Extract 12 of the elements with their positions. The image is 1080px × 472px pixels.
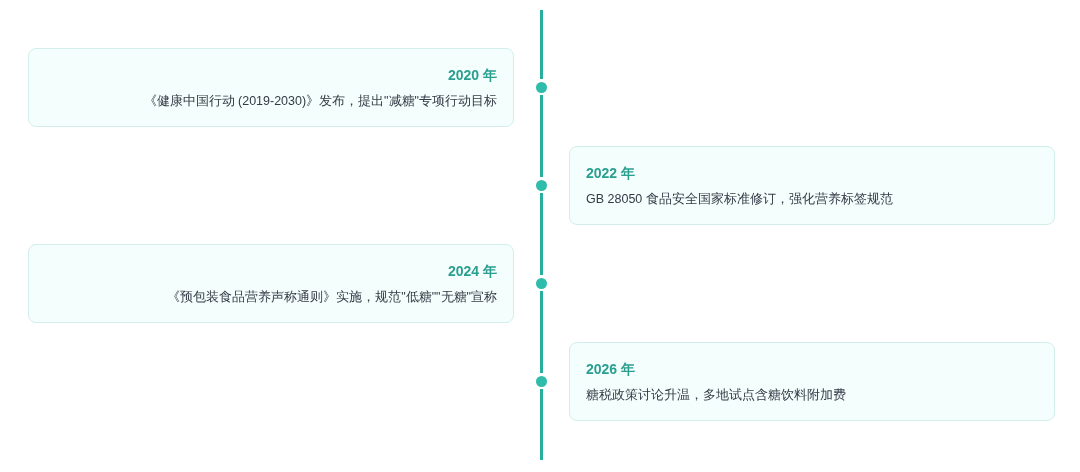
event-description: 《预包装食品营养声称通则》实施，规范"低糖""无糖"宣称: [167, 289, 497, 306]
year-heading: 2026 年: [586, 360, 636, 379]
event-card: [28, 48, 514, 127]
year-heading: 2020 年: [447, 66, 497, 85]
event-card: [569, 342, 1055, 421]
year-heading: 2022 年: [586, 164, 636, 183]
year-heading: 2024 年: [447, 262, 497, 281]
event-card: [569, 146, 1055, 225]
event-description: 《健康中国行动 (2019-2030)》发布，提出"减糖"专项行动目标: [143, 93, 497, 110]
event-description: 糖税政策讨论升温，多地试点含糖饮料附加费: [586, 387, 846, 404]
event-description: GB 28050 食品安全国家标准修订，强化营养标签规范: [586, 191, 893, 208]
event-card: [28, 244, 514, 323]
